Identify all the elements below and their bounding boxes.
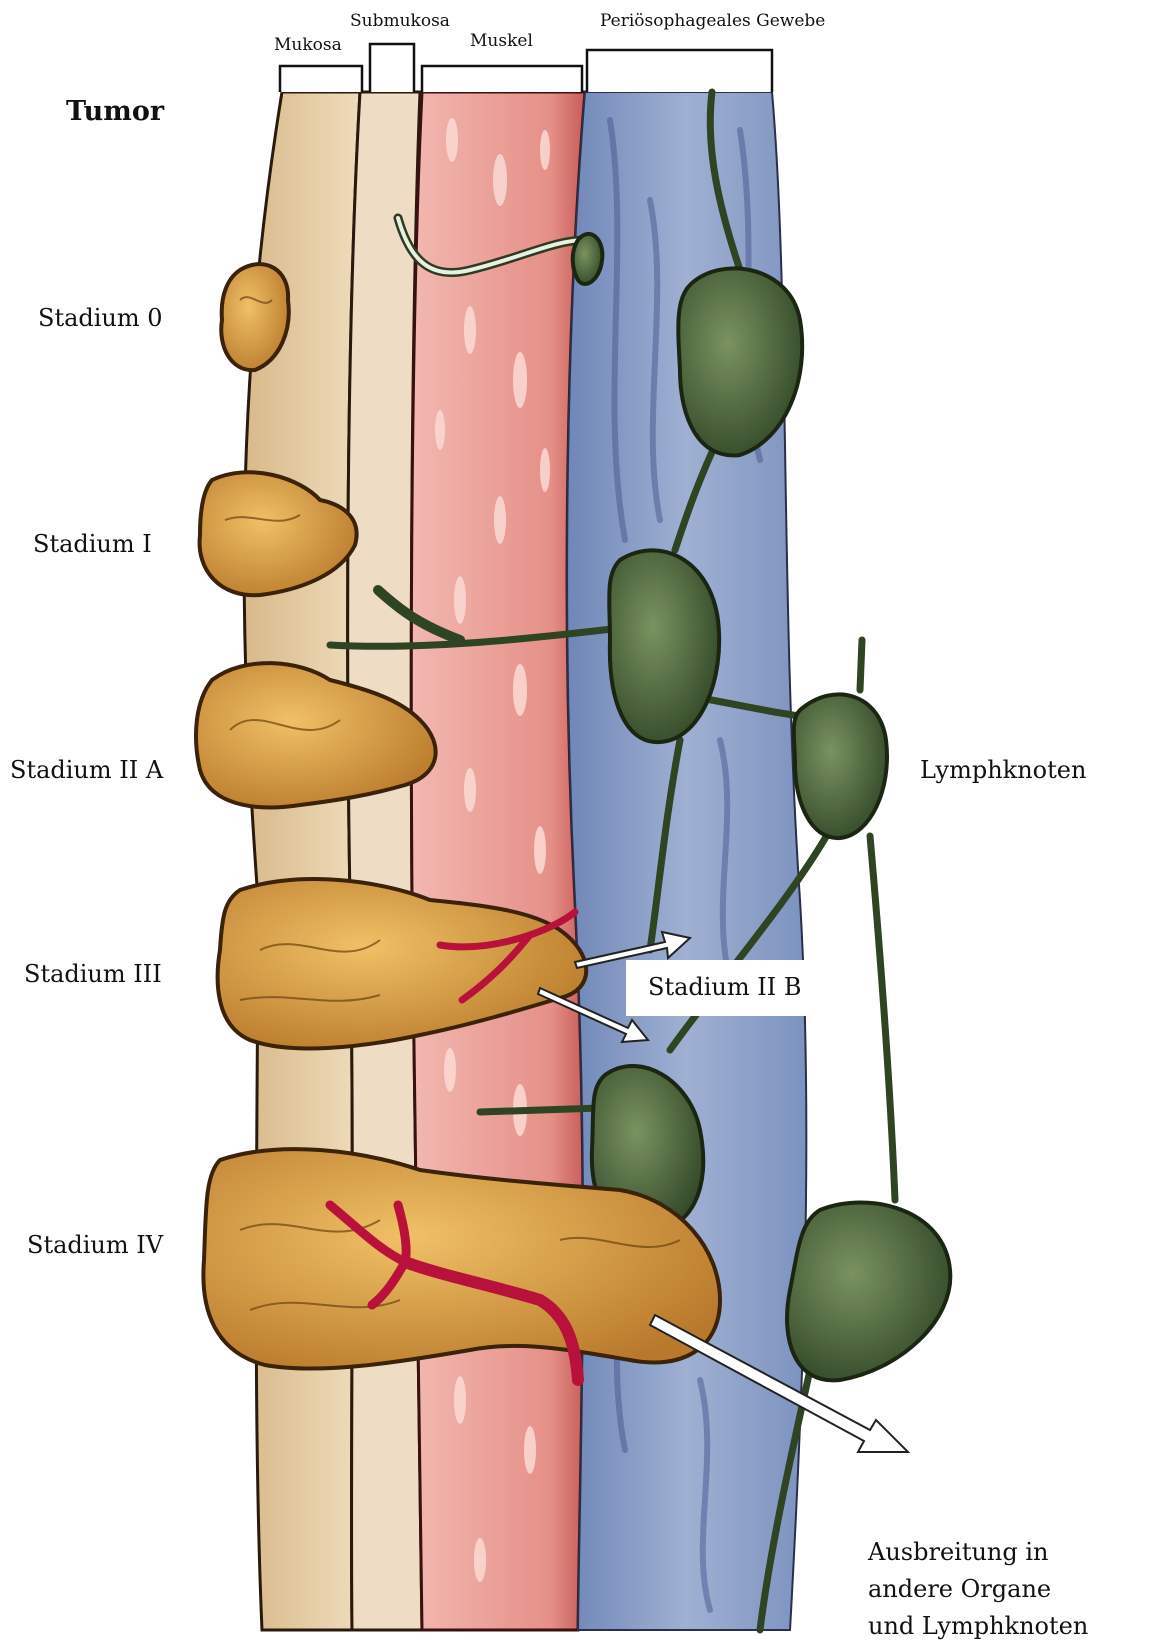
stadium-2b-label: Stadium II B	[648, 973, 802, 1001]
tumor-title: Tumor	[66, 96, 165, 127]
stage-label: Stadium II A	[10, 756, 164, 784]
lymph-node-small	[573, 234, 603, 284]
header-submukosa-label: Submukosa	[350, 11, 450, 31]
lymph-node	[794, 694, 887, 838]
stage-label: Stadium I	[33, 530, 152, 558]
spread-label-line-3: und Lymphknoten	[868, 1612, 1088, 1640]
header-mukosa-label: Mukosa	[274, 35, 342, 55]
layer-header-brackets	[280, 44, 772, 92]
spread-label-line-2: andere Organe	[868, 1575, 1051, 1603]
stage-label: Stadium IV	[27, 1231, 164, 1259]
muskel-layer	[411, 92, 585, 1630]
spread-label-line-1: Ausbreitung in	[867, 1538, 1049, 1566]
lymph-node	[609, 550, 719, 742]
header-muskel-label: Muskel	[470, 31, 533, 51]
stage-label: Stadium III	[24, 960, 162, 988]
lymph-node-label: Lymphknoten	[920, 756, 1086, 784]
stage-label: Stadium 0	[38, 304, 163, 332]
lymph-node	[787, 1203, 950, 1381]
header-periosophageal-label: Periösophageales Gewebe	[600, 11, 825, 31]
